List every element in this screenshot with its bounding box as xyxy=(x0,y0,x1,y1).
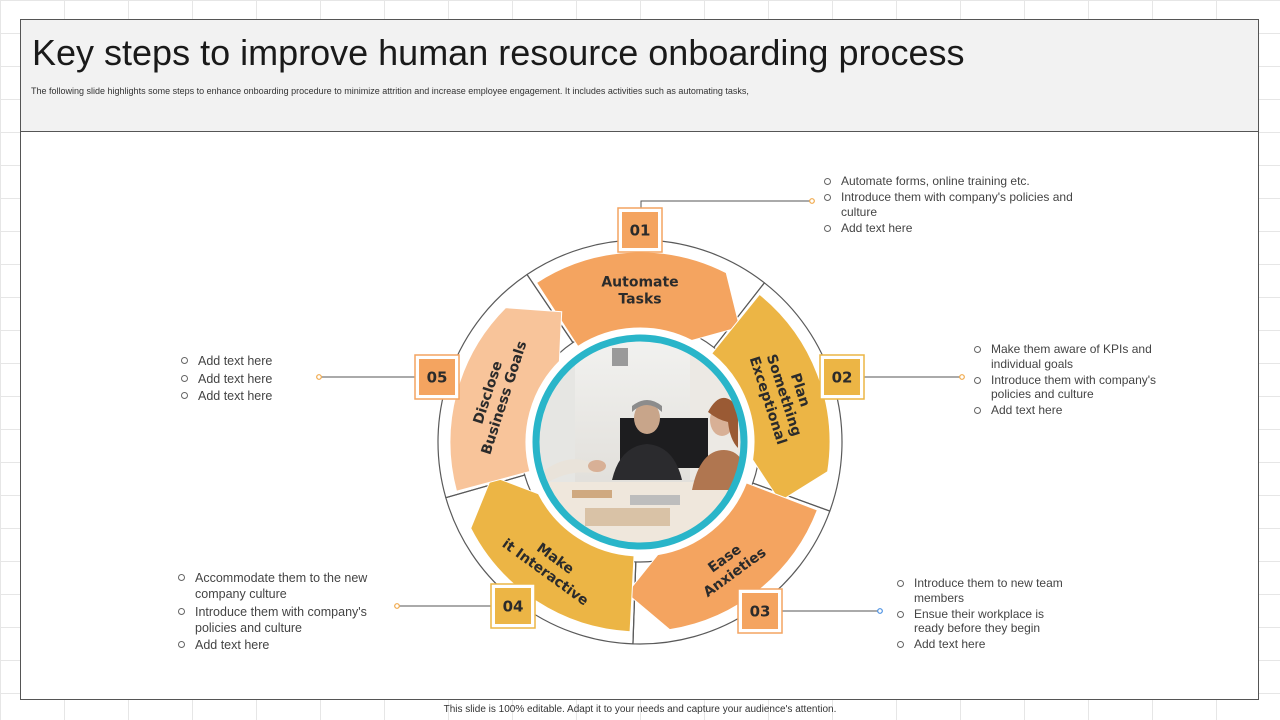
step-01-bullet: Add text here xyxy=(823,221,1073,236)
step-05-bullets: Add text here Add text here Add text her… xyxy=(180,353,320,406)
segment-03 xyxy=(626,482,819,631)
footer-note: This slide is 100% editable. Adapt it to… xyxy=(443,704,837,715)
segment-02 xyxy=(711,293,831,503)
step-01-bullet: Introduce them with company's policies a… xyxy=(823,190,1073,219)
step-03-bullet: Ensue their workplace is ready before th… xyxy=(896,607,1076,636)
connector-dot xyxy=(316,374,322,380)
step-02-bullet: Add text here xyxy=(973,403,1173,418)
header-bar: Key steps to improve human resource onbo… xyxy=(21,20,1258,132)
segment-label-line: Automate xyxy=(601,275,678,291)
step-number-box-03: 03 xyxy=(737,588,783,634)
segment-05 xyxy=(449,307,563,492)
step-05-bullet: Add text here xyxy=(180,371,320,387)
step-02-bullet: Make them aware of KPIs and individual g… xyxy=(973,342,1173,371)
step-01-bullet: Automate forms, online training etc. xyxy=(823,174,1073,189)
step-02-bullet: Introduce them with company's policies a… xyxy=(973,373,1173,402)
page-title: Key steps to improve human resource onbo… xyxy=(32,32,965,73)
step-04-bullet: Accommodate them to the new company cult… xyxy=(177,570,387,602)
step-number: 05 xyxy=(427,369,448,387)
step-number: 04 xyxy=(503,598,524,616)
step-05-bullet: Add text here xyxy=(180,388,320,404)
step-number: 01 xyxy=(630,222,651,240)
step-04-bullet: Introduce them with company's policies a… xyxy=(177,604,387,636)
connector-dot xyxy=(877,608,883,614)
connector-line-01 xyxy=(640,200,812,210)
step-03-bullet: Add text here xyxy=(896,637,1076,652)
step-04-bullet: Add text here xyxy=(177,637,387,653)
step-number: 02 xyxy=(832,369,853,387)
photo-ring xyxy=(532,334,748,550)
step-number-box-01: 01 xyxy=(617,207,663,253)
step-number-box-04: 04 xyxy=(490,583,536,629)
step-03-bullet: Introduce them to new team members xyxy=(896,576,1076,605)
step-number: 03 xyxy=(750,603,771,621)
connector-dot xyxy=(959,374,965,380)
step-number-box-05: 05 xyxy=(414,354,460,400)
page-subtitle: The following slide highlights some step… xyxy=(31,86,749,96)
connector-dot xyxy=(394,603,400,609)
segments xyxy=(449,251,831,633)
connectors xyxy=(316,198,965,614)
segment-label-line: Tasks xyxy=(618,292,661,308)
step-01-bullets: Automate forms, online training etc. Int… xyxy=(823,174,1073,237)
step-number-box-02: 02 xyxy=(819,354,865,400)
segment-01 xyxy=(535,251,741,348)
step-03-bullets: Introduce them to new team members Ensue… xyxy=(896,576,1076,653)
step-04-bullets: Accommodate them to the new company cult… xyxy=(177,570,387,655)
step-05-bullet: Add text here xyxy=(180,353,320,369)
step-02-bullets: Make them aware of KPIs and individual g… xyxy=(973,342,1173,419)
connector-dot xyxy=(809,198,815,204)
segment-04 xyxy=(470,475,635,633)
number-boxes: 01 02 03 04 05 xyxy=(414,207,865,634)
